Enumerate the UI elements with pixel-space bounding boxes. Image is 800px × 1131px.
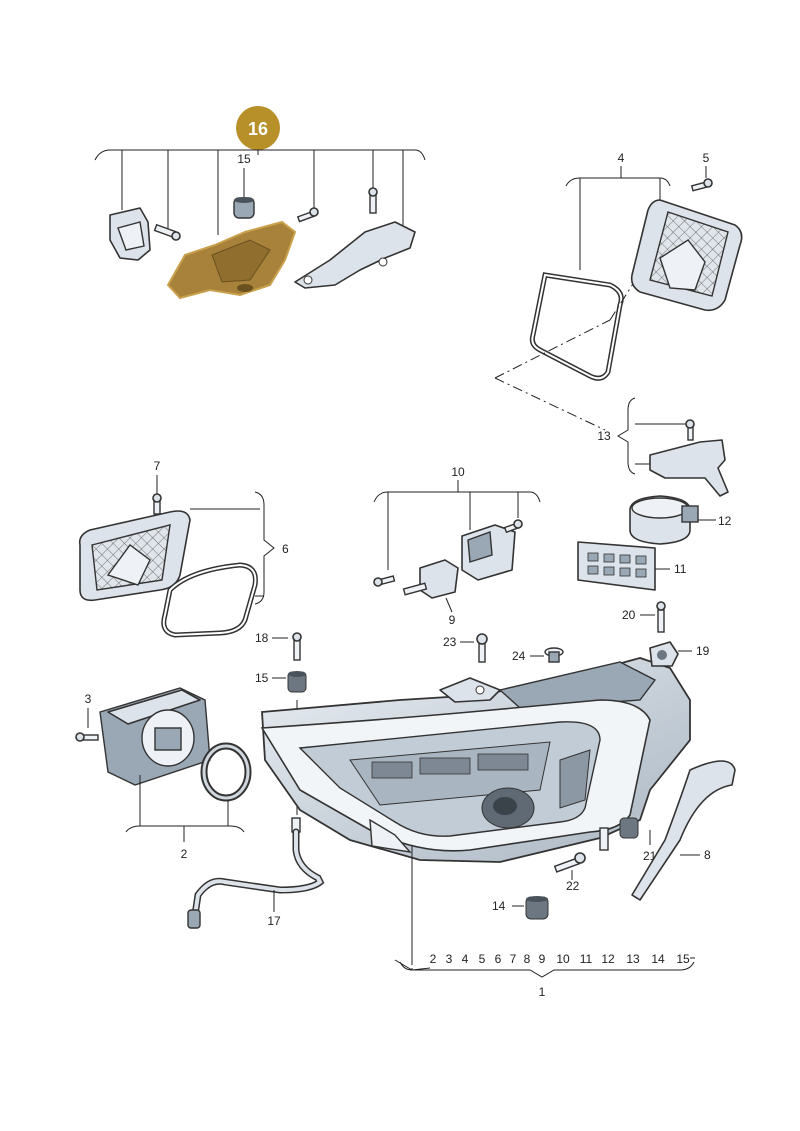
cable-17: 17 [187,700,325,929]
grommet-21 [599,817,639,851]
vent-cover-6 [78,510,191,602]
callout-1: 1 [539,985,546,999]
group-16: 16 15 [94,106,426,300]
callout-13: 13 [597,429,611,443]
callout-2: 2 [181,847,188,861]
screw-18 [292,632,302,661]
callout-14: 14 [492,899,506,913]
flat-bracket [294,221,416,289]
callout-19: 19 [696,644,710,658]
range-number: 7 [510,952,517,966]
callout-5: 5 [703,151,710,165]
callout-8: 8 [704,848,711,862]
range-number: 2 [430,952,437,966]
range-number: 6 [495,952,502,966]
actuator-10 [461,524,516,581]
callout-12: 12 [718,514,732,528]
group-right-small: 20 19 23 24 21 [443,601,736,920]
callout-10: 10 [451,465,465,479]
mount-bracket-13 [649,439,729,497]
callout-9: 9 [449,613,456,627]
screw-10 [503,519,523,534]
seal-ring-2 [200,742,252,802]
bush-14 [525,896,549,920]
range-number: 15 [676,952,690,966]
callout-4: 4 [618,151,625,165]
group-4: 4 5 [494,151,743,431]
range-number: 14 [651,952,665,966]
group-16-badge-label: 16 [248,119,268,139]
callout-3: 3 [85,692,92,706]
screw-7 [152,493,162,515]
callout-17: 17 [267,914,281,928]
group-6: 7 6 [78,459,289,638]
bush-15-top [233,197,255,219]
screw-23 [476,633,488,663]
group-10: 10 9 [373,465,541,627]
callout-15-top: 15 [237,152,251,166]
range-number: 3 [446,952,453,966]
range-number: 5 [479,952,486,966]
callout-11: 11 [674,562,687,576]
screw-5 [690,178,713,192]
callout-18: 18 [255,631,269,645]
control-unit-2 [99,687,211,786]
gasket-4 [529,272,624,381]
screw-3 [75,732,99,742]
range-number: 10 [556,952,570,966]
screw-9 [373,575,396,587]
group-16-badge[interactable] [236,106,280,150]
range-number: 4 [462,952,469,966]
screw-22 [553,852,586,873]
range-number: 9 [539,952,546,966]
part-12-cap: 12 [629,495,732,545]
group-13: 13 [597,397,729,497]
callout-15-mid: 15 [255,671,269,685]
cap-24 [544,647,564,663]
range-number: 13 [626,952,640,966]
vent-cover-4 [630,199,743,312]
callout-7: 7 [154,459,161,473]
screw-16b [296,207,319,223]
part-11-seal-strip: 11 [577,541,687,591]
range-number: 11 [580,952,593,966]
callout-6: 6 [282,542,289,556]
trim-strip-8 [631,760,736,901]
motor-9 [402,559,459,613]
callout-24: 24 [512,649,526,663]
headlight-housing-1 [260,657,691,965]
clip-19 [649,641,679,667]
callout-20: 20 [622,608,636,622]
screw-16a [153,223,181,241]
bush-15-mid [287,671,307,693]
screw-16c [368,187,378,214]
callout-23: 23 [443,635,457,649]
callout-22: 22 [566,879,580,893]
screw-13 [685,419,695,441]
range-number: 8 [524,952,531,966]
range-number: 12 [601,952,615,966]
group-left-mid: 18 15 3 2 [75,631,307,861]
screw-20 [656,601,666,633]
